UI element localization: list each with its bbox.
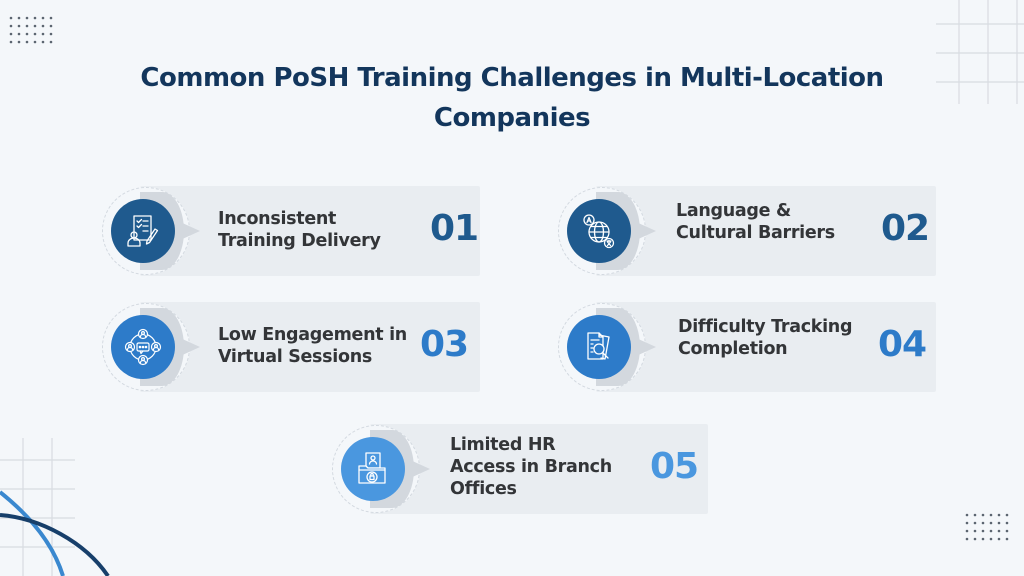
pointer-arrow [634,337,656,357]
challenge-label: Language & Cultural Barriers [676,200,835,244]
challenge-number: 04 [878,324,927,365]
label-line: Low Engagement in [218,325,407,345]
label-line: Limited HR [450,435,556,455]
title-line-1: Common PoSH Training Challenges in Multi… [140,63,884,93]
pointer-arrow [178,221,200,241]
label-line: Difficulty Tracking [678,317,853,337]
challenge-card-01: Inconsistent Training Delivery 01 [100,186,480,276]
locked-folder-person-icon [341,437,405,501]
document-search-icon [567,315,631,379]
label-line: Virtual Sessions [218,347,372,367]
label-line: Cultural Barriers [676,223,835,243]
challenge-label: Difficulty Tracking Completion [678,316,853,360]
challenge-card-04: Difficulty Tracking Completion 04 [556,302,936,392]
challenge-card-03: Low Engagement in Virtual Sessions 03 [100,302,480,392]
challenge-number: 02 [881,208,930,249]
label-line: Language & [676,201,791,221]
page-title: Common PoSH Training Challenges in Multi… [0,58,1024,138]
grid-decoration-bottom-left [0,430,110,576]
challenge-card-05: Limited HR Access in Branch Offices 05 [330,424,708,514]
challenge-number: 01 [430,208,479,249]
challenge-label: Inconsistent Training Delivery [218,208,381,252]
label-line: Training Delivery [218,231,381,251]
pointer-arrow [634,221,656,241]
label-line: Offices [450,479,517,499]
challenge-number: 05 [650,446,699,487]
pointer-arrow [408,459,430,479]
challenge-label: Low Engagement in Virtual Sessions [218,324,407,368]
challenge-label: Limited HR Access in Branch Offices [450,434,612,500]
globe-translate-icon [567,199,631,263]
title-line-2: Companies [433,103,591,133]
label-line: Access in Branch [450,457,612,477]
checklist-person-pencil-icon [111,199,175,263]
dot-grid-decoration-top-left [8,15,58,47]
pointer-arrow [178,337,200,357]
grid-decoration-top-right [930,0,1024,106]
challenge-card-02: Language & Cultural Barriers 02 [556,186,936,276]
label-line: Inconsistent [218,209,337,229]
challenge-number: 03 [420,324,469,365]
dot-grid-decoration-bottom-right [964,512,1014,544]
network-people-chat-icon [111,315,175,379]
label-line: Completion [678,339,788,359]
